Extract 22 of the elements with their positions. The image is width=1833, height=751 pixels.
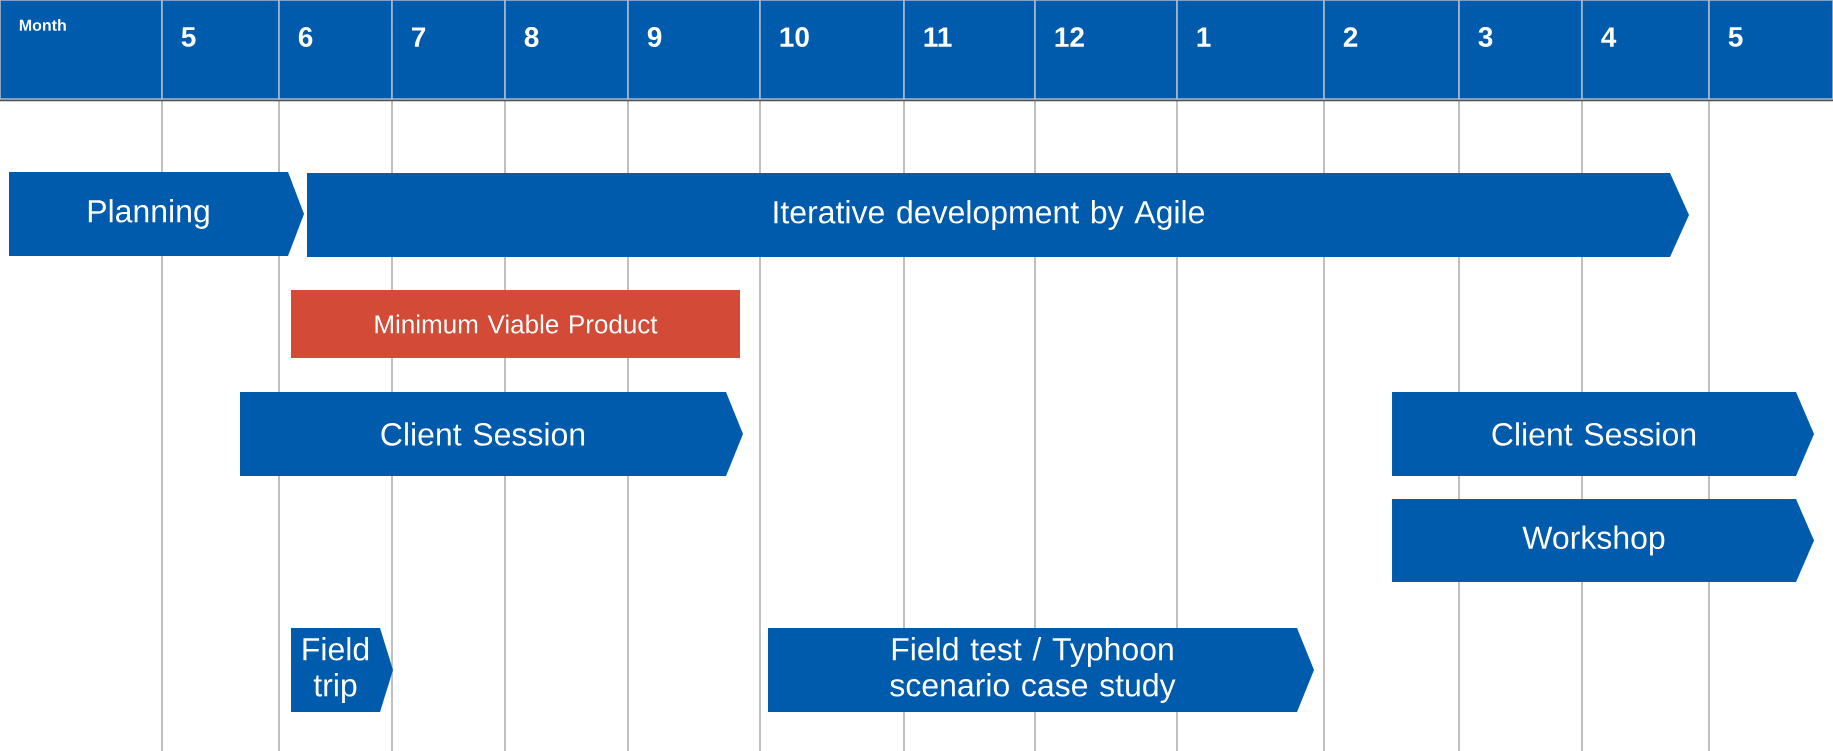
header-cell: 5 xyxy=(161,0,280,100)
header-cell: 8 xyxy=(504,0,629,100)
header-cell: 3 xyxy=(1458,0,1583,100)
header-cell: 10 xyxy=(759,0,905,100)
header-cell: 2 xyxy=(1323,0,1460,100)
header-cell: 11 xyxy=(903,0,1036,100)
header-cell: 5 xyxy=(1708,0,1833,100)
header-cell: 6 xyxy=(278,0,393,100)
chevron-bar: Client Session xyxy=(1392,392,1814,476)
header-cell: 1 xyxy=(1176,0,1325,100)
header-cell: 9 xyxy=(627,0,761,100)
header-cell: Month xyxy=(0,0,163,100)
chevron-bar: Iterative development by Agile xyxy=(307,173,1689,257)
chevron-bar: Field test / Typhoon scenario case study xyxy=(768,628,1314,712)
header-cell: 7 xyxy=(391,0,506,100)
chevron-bar: Workshop xyxy=(1392,499,1814,582)
chevron-bar: Planning xyxy=(9,172,304,256)
chevron-bar: Client Session xyxy=(240,392,743,476)
header-cell: 4 xyxy=(1581,0,1710,100)
chevron-bar: Field trip xyxy=(291,628,393,712)
milestone-bar: Minimum Viable Product xyxy=(291,290,740,358)
header-cell: 12 xyxy=(1034,0,1178,100)
